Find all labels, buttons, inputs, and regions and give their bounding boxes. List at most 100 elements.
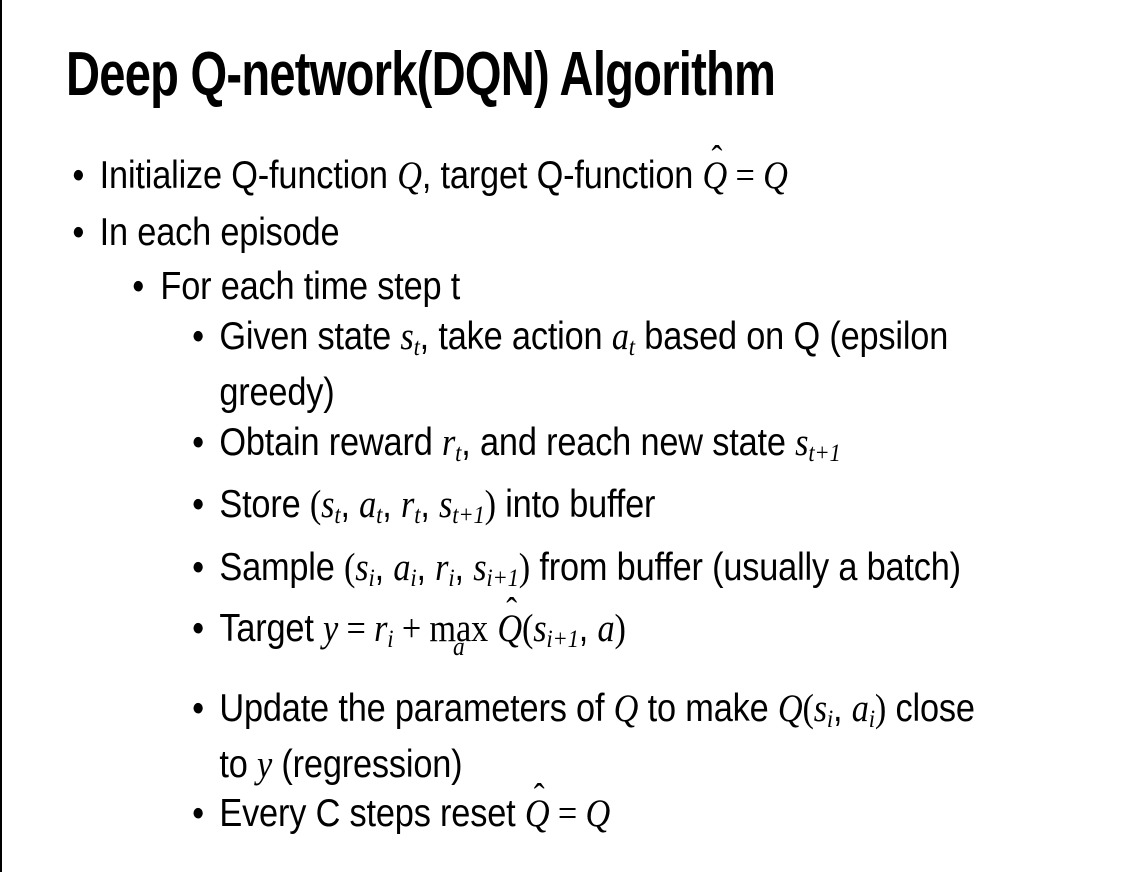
bullet-icon: • (192, 686, 205, 730)
text-segment: ) (874, 686, 887, 730)
text-segment: r (442, 421, 456, 465)
text-segment: Q (613, 686, 639, 730)
text-segment: greedy) (219, 371, 335, 415)
text-segment: i (368, 562, 375, 592)
text-segment: t (628, 332, 635, 362)
bullet-icon: • (72, 154, 85, 197)
text-segment: s (813, 686, 827, 730)
text-segment: based on Q (epsilon (634, 315, 949, 358)
text-segment: close (886, 686, 975, 730)
text-segment: t (376, 500, 383, 530)
text-segment: ) (518, 545, 531, 589)
bullet-text: Sample (si, ai, ri, si+1) from buffer (u… (219, 545, 1124, 601)
text-segment: Target (219, 606, 324, 650)
text-segment: = (338, 606, 375, 650)
text-segment: , take action (419, 315, 612, 358)
bullet-text: Initialize Q-function Q, target Q-functi… (99, 138, 1124, 199)
text-segment: y (323, 606, 339, 650)
text-segment: = (549, 792, 586, 836)
text-segment: , (340, 483, 360, 527)
text-segment: , (374, 545, 394, 589)
text-segment: r (374, 606, 388, 650)
bullet-icon: • (192, 545, 205, 589)
text-segment: s (795, 421, 809, 465)
bullet-icon: • (192, 792, 205, 836)
text-segment: ) (614, 606, 626, 650)
text-segment: ( (309, 483, 322, 527)
bullet-text: Obtain reward rt, and reach new state st… (219, 420, 1124, 476)
text-segment: i (410, 562, 417, 592)
text-segment: , (416, 545, 436, 589)
bullet-text: In each episode (100, 210, 1124, 256)
bullet-initialize: • Initialize Q-function Q, target Q-func… (2, 138, 1124, 199)
text-segment: t+1 (808, 438, 841, 468)
text-segment: from buffer (usually a batch) (530, 545, 961, 589)
text-segment: , (420, 483, 440, 527)
text-segment: t (455, 438, 462, 468)
text-segment: s (533, 606, 547, 650)
text-segment: i (448, 562, 455, 592)
bullet-text: For each time step t (160, 264, 1124, 310)
text-segment: i+1 (546, 623, 579, 653)
text-segment: a (851, 686, 869, 730)
text-segment: s (473, 545, 487, 589)
bullet-episode: • In each episode (2, 210, 1124, 256)
bullet-update: • Update the parameters of Q to make Q(s… (2, 686, 1124, 788)
text-segment: i+1 (486, 562, 519, 592)
text-segment: r (435, 545, 449, 589)
text-segment: In each episode (99, 211, 340, 254)
text-segment: i (868, 704, 875, 734)
bullet-text: Given state st, take action at based on … (219, 314, 1124, 416)
text-segment: s (439, 483, 453, 527)
text-segment: into buffer (495, 483, 656, 527)
text-segment: Initialize Q-function (99, 154, 398, 197)
text-segment: ( (344, 545, 356, 589)
text-segment: For each time step t (160, 265, 461, 308)
text-segment: Q (763, 154, 788, 197)
text-segment: a (359, 483, 377, 527)
text-segment: (regression) (272, 743, 463, 787)
bullet-icon: • (192, 421, 205, 465)
slide-body: • Initialize Q-function Q, target Q-func… (2, 138, 1124, 837)
text-segment: s (321, 483, 335, 527)
bullet-sample: • Sample (si, ai, ri, si+1) from buffer … (2, 545, 1124, 601)
bullet-text: Update the parameters of Q to make Q(si,… (219, 686, 1124, 788)
bullet-icon: • (192, 315, 205, 358)
text-segment: Given state (219, 315, 401, 358)
text-segment: s (355, 545, 369, 589)
bullet-timestep: • For each time step t (2, 264, 1124, 310)
text-segment: , (833, 686, 852, 730)
text-segment: , (382, 483, 402, 527)
bullet-icon: • (192, 606, 205, 650)
text-segment: = (727, 154, 764, 197)
text-segment: Update the parameters of (219, 686, 614, 730)
text-segment: t (334, 500, 341, 530)
bullet-action: • Given state st, take action at based o… (2, 314, 1124, 416)
text-segment: Obtain reward (219, 421, 442, 465)
text-segment: t (414, 500, 421, 530)
text-segment: y (256, 743, 273, 787)
slide-title: Deep Q-network(DQN) Algorithm (66, 40, 776, 109)
bullet-icon: • (72, 211, 85, 254)
text-segment: i (387, 623, 394, 653)
text-segment: Q (777, 686, 803, 730)
text-segment: + (393, 606, 430, 650)
text-segment: t+1 (452, 500, 485, 530)
text-segment: Sample (219, 545, 345, 589)
bullet-text: Store (st, at, rt, st+1) into buffer (219, 482, 1124, 538)
text-segment: , (578, 606, 598, 650)
text-segment: , and reach new state (461, 421, 796, 465)
bullet-icon: • (132, 265, 145, 308)
text-segment: , (454, 545, 474, 589)
text-segment: ( (802, 686, 814, 730)
text-segment: Store (219, 483, 310, 527)
